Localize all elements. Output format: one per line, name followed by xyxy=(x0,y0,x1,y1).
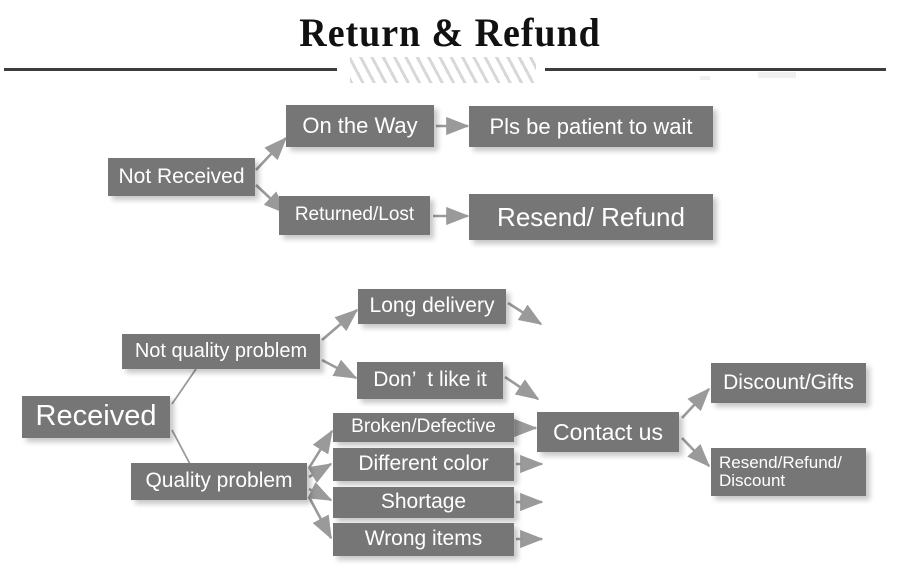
arrow-not-quality-to-dont-like-it xyxy=(321,358,358,380)
node-not-quality-problem-label: Not quality problem xyxy=(134,339,308,362)
faint-artifact xyxy=(700,76,710,80)
hatch-divider-icon xyxy=(350,57,536,83)
node-contact-us-label: Contact us xyxy=(553,418,663,445)
arrow-quality-to-shortage xyxy=(307,482,333,502)
node-received[interactable]: Received xyxy=(22,396,170,438)
node-resend-refund[interactable]: Resend/ Refund xyxy=(469,194,713,240)
node-wrong-items-label: Wrong items xyxy=(364,527,483,551)
node-discount-gifts-label: Discount/Gifts xyxy=(723,370,854,394)
arrow-dont-like-it-to-contact-us xyxy=(504,375,540,401)
node-not-received[interactable]: Not Received xyxy=(108,158,255,196)
node-on-the-way[interactable]: On the Way xyxy=(286,105,434,147)
node-shortage-label: Shortage xyxy=(380,490,467,514)
page-title: Return & Refund xyxy=(299,10,601,55)
node-shortage[interactable]: Shortage xyxy=(333,487,514,518)
node-not-quality-problem[interactable]: Not quality problem xyxy=(122,334,320,369)
faint-artifact xyxy=(758,72,796,78)
node-not-received-label: Not Received xyxy=(118,164,245,188)
node-quality-problem[interactable]: Quality problem xyxy=(131,463,307,500)
divider-rule-left xyxy=(4,68,337,71)
arrow-contact-us-to-resend-refund-discount xyxy=(681,437,711,468)
node-discount-gifts[interactable]: Discount/Gifts xyxy=(711,363,866,403)
node-different-color-label: Different color xyxy=(358,452,489,476)
node-dont-like-it-label: Don’ t like it xyxy=(373,368,487,392)
page-header: Return & Refund xyxy=(0,0,900,92)
arrow-quality-to-broken-defective xyxy=(307,429,334,469)
node-wrong-items[interactable]: Wrong items xyxy=(333,523,514,556)
arrow-quality-to-different-color xyxy=(307,462,333,483)
node-resend-refund-label: Resend/ Refund xyxy=(497,201,685,232)
node-long-delivery[interactable]: Long delivery xyxy=(358,289,506,324)
node-returned-lost[interactable]: Returned/Lost xyxy=(279,196,430,235)
node-on-the-way-label: On the Way xyxy=(302,113,418,139)
node-dont-like-it[interactable]: Don’ t like it xyxy=(357,362,503,399)
node-pls-be-patient-to-wait[interactable]: Pls be patient to wait xyxy=(469,106,713,147)
node-quality-problem-label: Quality problem xyxy=(145,469,293,493)
arrow-quality-to-wrong-items xyxy=(307,496,333,540)
divider-rule-right xyxy=(545,68,886,71)
node-broken-defective[interactable]: Broken/Defective xyxy=(333,413,514,442)
arrow-not-received-to-on-the-way xyxy=(255,136,288,171)
node-resend-refund-discount[interactable]: Resend/Refund/ Discount xyxy=(711,448,866,496)
line-received-to-not-quality-problem xyxy=(171,368,197,405)
node-returned-lost-label: Returned/Lost xyxy=(294,204,415,226)
node-contact-us[interactable]: Contact us xyxy=(537,412,679,452)
node-resend-refund-discount-label: Resend/Refund/ Discount xyxy=(719,452,842,490)
node-received-label: Received xyxy=(35,400,157,433)
line-received-to-quality-problem xyxy=(171,429,191,465)
node-different-color[interactable]: Different color xyxy=(333,448,514,481)
node-pls-be-patient-to-wait-label: Pls be patient to wait xyxy=(489,113,693,139)
node-long-delivery-label: Long delivery xyxy=(369,294,495,318)
arrow-contact-us-to-discount-gifts xyxy=(681,387,711,419)
node-broken-defective-label: Broken/Defective xyxy=(351,416,496,438)
arrow-long-delivery-dangling xyxy=(507,301,543,326)
arrow-not-quality-to-long-delivery xyxy=(321,308,359,341)
